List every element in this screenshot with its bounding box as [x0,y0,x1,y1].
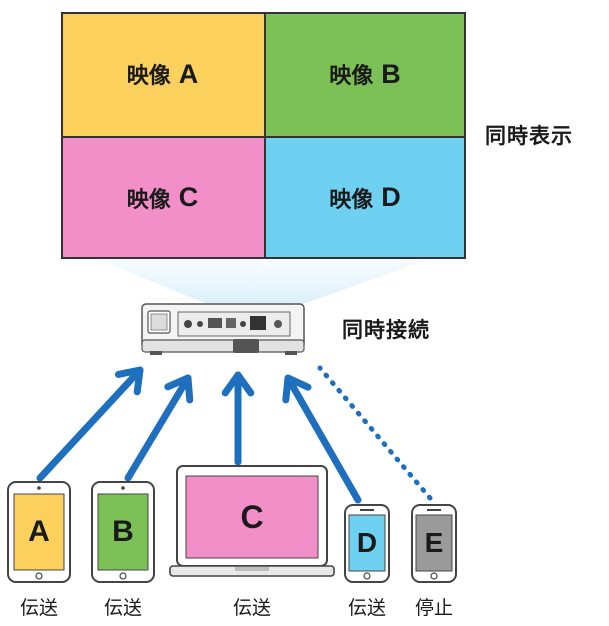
quadrant-video-d: 映像 D [264,136,466,259]
device-letter-a: A [28,515,50,548]
connection-line-b [124,374,192,482]
device-caption-d: 伝送 [347,597,386,619]
tablet-b-icon [91,481,155,583]
device-letter-b: B [112,515,134,548]
device-caption-e: 停止 [414,597,453,619]
device-letter-d: D [356,527,378,558]
device-letter-c: C [240,498,264,535]
arrowhead-c [221,371,255,397]
projection-beam [96,259,430,305]
connection-line-e [317,365,433,501]
arrowhead-d [282,374,312,404]
tablet-a-icon [7,481,71,583]
quadrant-video-c: 映像 C [61,136,264,259]
device-caption-a: 伝送 [19,597,58,619]
device-caption-b: 伝送 [103,597,142,619]
quadrant-kanji: 映像 [329,187,374,213]
arrowhead-a [114,366,144,396]
quadrant-kanji: 映像 [329,64,374,89]
simultaneous-display-label: 同時表示 [485,124,573,148]
device-letter-e: E [424,527,444,558]
quadrant-video-a: 映像 A [61,12,264,136]
connection-line-d [284,374,362,504]
arrowhead-b [164,374,194,404]
quadrant-letter: D [381,182,401,212]
simultaneous-connection-label: 同時接続 [342,318,430,342]
connection-arrows [36,365,433,504]
quadrant-kanji: 映像 [126,64,171,89]
quadrant-letter: B [381,58,401,89]
quadrant-kanji: 映像 [126,187,171,213]
connection-line-a [36,366,144,482]
device-caption-c: 伝送 [232,597,271,619]
projector-icon [141,303,305,355]
quadrant-letter: C [178,182,199,212]
quadrant-letter: A [178,58,199,89]
phone-e-icon [411,504,457,583]
laptop-c-icon [169,465,335,577]
phone-d-icon [344,504,390,583]
quadrant-video-b: 映像 B [264,12,466,136]
